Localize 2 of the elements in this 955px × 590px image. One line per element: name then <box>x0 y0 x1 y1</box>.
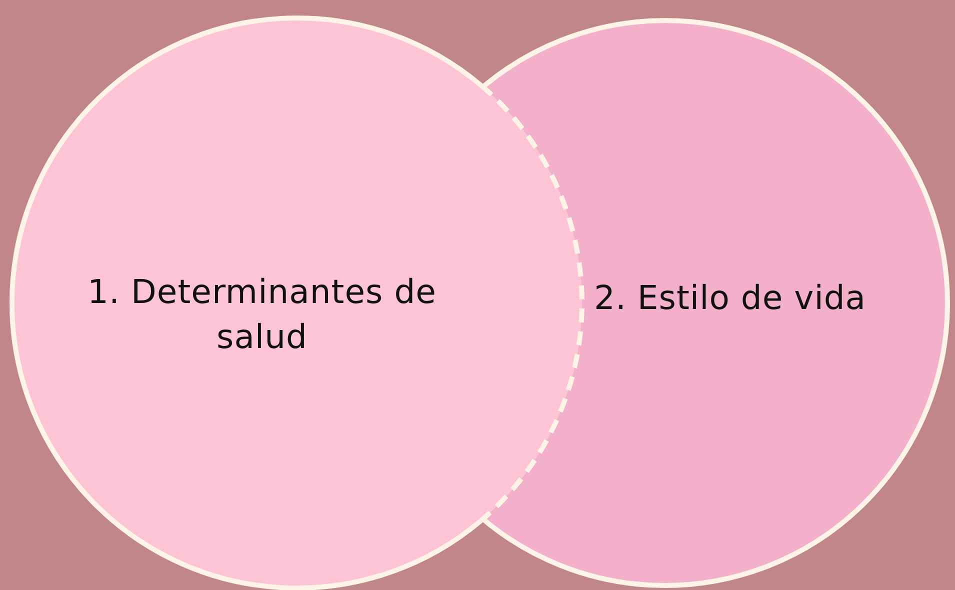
circle-label: 1. Determinantes de salud <box>86 271 438 358</box>
circle-label: 2. Estilo de vida <box>592 277 868 319</box>
